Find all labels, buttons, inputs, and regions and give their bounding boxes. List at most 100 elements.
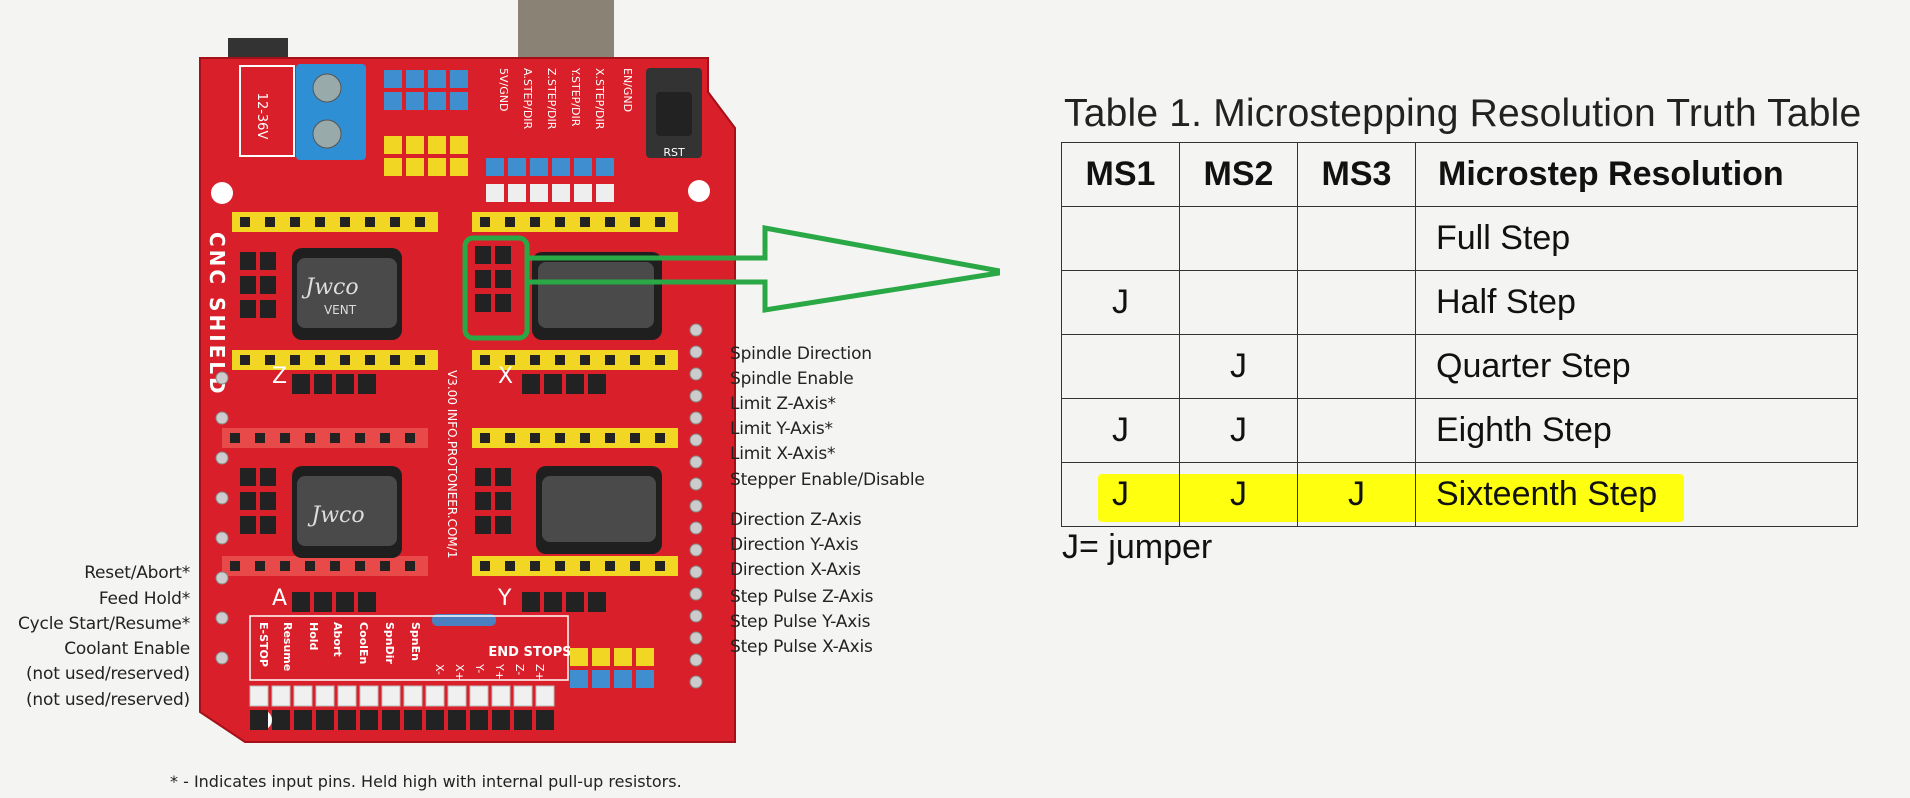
- pin: [475, 492, 491, 510]
- svg-text:Jwco: Jwco: [307, 503, 364, 528]
- pin: [294, 710, 312, 730]
- pin: [292, 592, 310, 612]
- pin: [475, 516, 491, 534]
- pin: [425, 685, 445, 707]
- mount-hole: [688, 180, 710, 202]
- pin: [260, 252, 276, 270]
- pin: [544, 592, 562, 612]
- pin: [293, 685, 313, 707]
- pin: [514, 710, 532, 730]
- pin: [215, 571, 229, 585]
- pin: [365, 355, 375, 365]
- pin: [260, 468, 276, 486]
- pin: [215, 491, 229, 505]
- pin: [574, 184, 592, 202]
- pin: [406, 70, 424, 88]
- pin: [240, 492, 256, 510]
- top-pin-label: EN/GND: [621, 68, 634, 112]
- pin: [450, 136, 468, 154]
- pin: [448, 710, 466, 730]
- pin: [508, 158, 526, 176]
- pin: [480, 561, 490, 571]
- pin: [596, 184, 614, 202]
- bottom-pin-label: E-STOP: [257, 622, 270, 667]
- axis-label-x: X: [498, 364, 513, 389]
- pin: [406, 158, 424, 176]
- pin: [630, 355, 640, 365]
- left-pin-label: Feed Hold*: [98, 589, 190, 609]
- pin: [508, 184, 526, 202]
- top-pin-label: Y.STEP/DIR: [569, 67, 582, 127]
- right-pin-label: Direction Y-Axis: [730, 535, 859, 555]
- pin: [614, 648, 632, 666]
- pin: [381, 685, 401, 707]
- pin: [365, 217, 375, 227]
- pin: [689, 499, 703, 513]
- pin: [475, 270, 491, 288]
- pin: [689, 587, 703, 601]
- pin: [240, 252, 256, 270]
- pin: [596, 158, 614, 176]
- cell-ms2: [1179, 206, 1298, 271]
- pin: [491, 685, 511, 707]
- pin: [355, 561, 365, 571]
- pin: [240, 276, 256, 294]
- pin: [605, 355, 615, 365]
- pin: [292, 374, 310, 394]
- terminal-screw: [312, 73, 342, 103]
- pin: [358, 592, 376, 612]
- header-strip: [472, 556, 678, 576]
- pin: [530, 355, 540, 365]
- left-pin-label: Cycle Start/Resume*: [18, 614, 190, 634]
- pin: [450, 92, 468, 110]
- pin: [592, 648, 610, 666]
- pin: [522, 592, 540, 612]
- right-pin-label: Spindle Direction: [730, 344, 872, 364]
- cell-ms1: J: [1061, 462, 1180, 527]
- pin: [230, 561, 240, 571]
- pin: [265, 217, 275, 227]
- pin: [555, 355, 565, 365]
- table-row: J J Eighth Step: [1061, 398, 1858, 463]
- pin: [480, 217, 490, 227]
- cell-ms1: [1061, 206, 1180, 271]
- pin: [265, 355, 275, 365]
- pin: [404, 710, 422, 730]
- pin: [215, 611, 229, 625]
- pin: [475, 246, 491, 264]
- pin: [655, 355, 665, 365]
- pin: [415, 355, 425, 365]
- pin: [255, 433, 265, 443]
- pin: [530, 184, 548, 202]
- left-pin-label: (not used/reserved): [25, 664, 190, 684]
- endstop-pin-label: Y-: [473, 663, 486, 673]
- pin: [513, 685, 533, 707]
- pin: [544, 374, 562, 394]
- pin: [305, 561, 315, 571]
- pin: [382, 710, 400, 730]
- pin: [555, 433, 565, 443]
- pin: [340, 217, 350, 227]
- side-pins: [215, 323, 703, 689]
- bottom-pin-label: SpnDir: [383, 622, 396, 665]
- pin: [405, 561, 415, 571]
- pin: [428, 92, 446, 110]
- pin: [630, 433, 640, 443]
- pin: [555, 217, 565, 227]
- right-pin-label: Step Pulse Z-Axis: [730, 587, 874, 607]
- header-strip: [472, 212, 678, 232]
- endstop-pin-label: Z+: [533, 664, 546, 681]
- pin: [605, 217, 615, 227]
- pin: [689, 565, 703, 579]
- pin: [689, 411, 703, 425]
- pin: [689, 323, 703, 337]
- header-strip: [222, 428, 428, 448]
- pin: [260, 492, 276, 510]
- bottom-pin-label: Abort: [331, 622, 344, 657]
- top-pin-label: A.STEP/DIR: [521, 68, 534, 130]
- header-resolution: Microstep Resolution: [1415, 142, 1858, 207]
- pin: [655, 561, 665, 571]
- stepper-headers: [222, 212, 678, 612]
- capacitor: Jwco VENT: [292, 248, 402, 340]
- arrow-icon: [527, 225, 1000, 313]
